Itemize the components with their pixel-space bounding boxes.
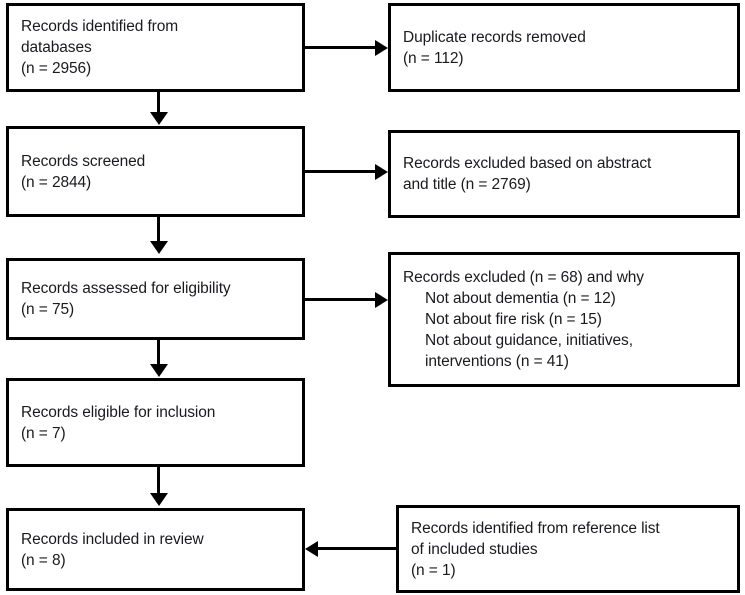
node-line: (n = 2956)	[21, 60, 92, 77]
node-duplicate-records-removed: Duplicate records removed (n = 112)	[388, 3, 740, 92]
arrowhead-right-excluded-abstract	[375, 163, 388, 180]
connector-eligible-to-included	[157, 467, 160, 495]
node-line: Not about dementia (n = 12)	[425, 290, 616, 307]
node-line: (n = 112)	[403, 49, 464, 67]
node-line: and title (n = 2769)	[403, 176, 531, 193]
connector-eligibility-to-eligible	[157, 340, 160, 366]
node-line: Not about fire risk (n = 15)	[425, 311, 602, 328]
connector-identified-to-screened	[157, 92, 160, 114]
connector-reference-list-to-included	[318, 547, 396, 550]
node-line: Records excluded based on abstract	[403, 155, 652, 172]
node-line: Records eligible for inclusion	[21, 403, 216, 421]
node-records-assessed-eligibility: Records assessed for eligibility (n = 75…	[6, 258, 305, 340]
node-records-eligible-inclusion: Records eligible for inclusion (n = 7)	[6, 378, 305, 467]
node-line: interventions (n = 41)	[425, 353, 569, 370]
node-line: (n = 7)	[21, 424, 66, 442]
node-line: (n = 75)	[21, 301, 75, 318]
arrowhead-down-included	[149, 493, 168, 506]
arrowhead-down-eligibility	[149, 241, 168, 254]
connector-screened-to-eligibility	[157, 217, 160, 243]
connector-eligibility-to-excluded-reasons	[305, 298, 377, 301]
node-line: Records included in review	[21, 530, 204, 548]
node-line: (n = 8)	[21, 551, 66, 569]
node-line: Duplicate records removed	[403, 28, 586, 46]
arrowhead-left-included-review	[305, 540, 318, 557]
arrowhead-right-duplicates	[375, 39, 388, 56]
arrowhead-right-excluded-reasons	[375, 291, 388, 308]
node-line: Records screened	[21, 152, 146, 170]
arrowhead-down-screened	[149, 112, 168, 125]
node-line: of included studies	[411, 540, 538, 558]
node-line: Records excluded (n = 68) and why	[403, 269, 644, 286]
node-line: Records assessed for eligibility	[21, 280, 231, 297]
node-line: (n = 1)	[411, 561, 456, 579]
node-line: Records identified from reference list	[411, 519, 660, 537]
node-records-identified-reference-list: Records identified from reference list o…	[396, 505, 740, 593]
node-records-excluded-with-reasons: Records excluded (n = 68) and why Not ab…	[388, 252, 740, 387]
node-records-identified-databases: Records identified from databases (n = 2…	[6, 3, 305, 92]
node-line: Records identified from	[21, 18, 179, 35]
connector-screened-to-excluded	[305, 170, 377, 173]
node-line: (n = 2844)	[21, 173, 92, 191]
node-records-excluded-abstract-title: Records excluded based on abstract and t…	[388, 130, 740, 218]
node-records-included-review: Records included in review (n = 8)	[6, 508, 305, 591]
node-line: Not about guidance, initiatives,	[425, 332, 633, 349]
node-line: databases	[21, 39, 92, 56]
node-records-screened: Records screened (n = 2844)	[6, 126, 305, 217]
connector-identified-to-duplicates	[305, 46, 377, 49]
arrowhead-down-eligible	[149, 364, 168, 377]
